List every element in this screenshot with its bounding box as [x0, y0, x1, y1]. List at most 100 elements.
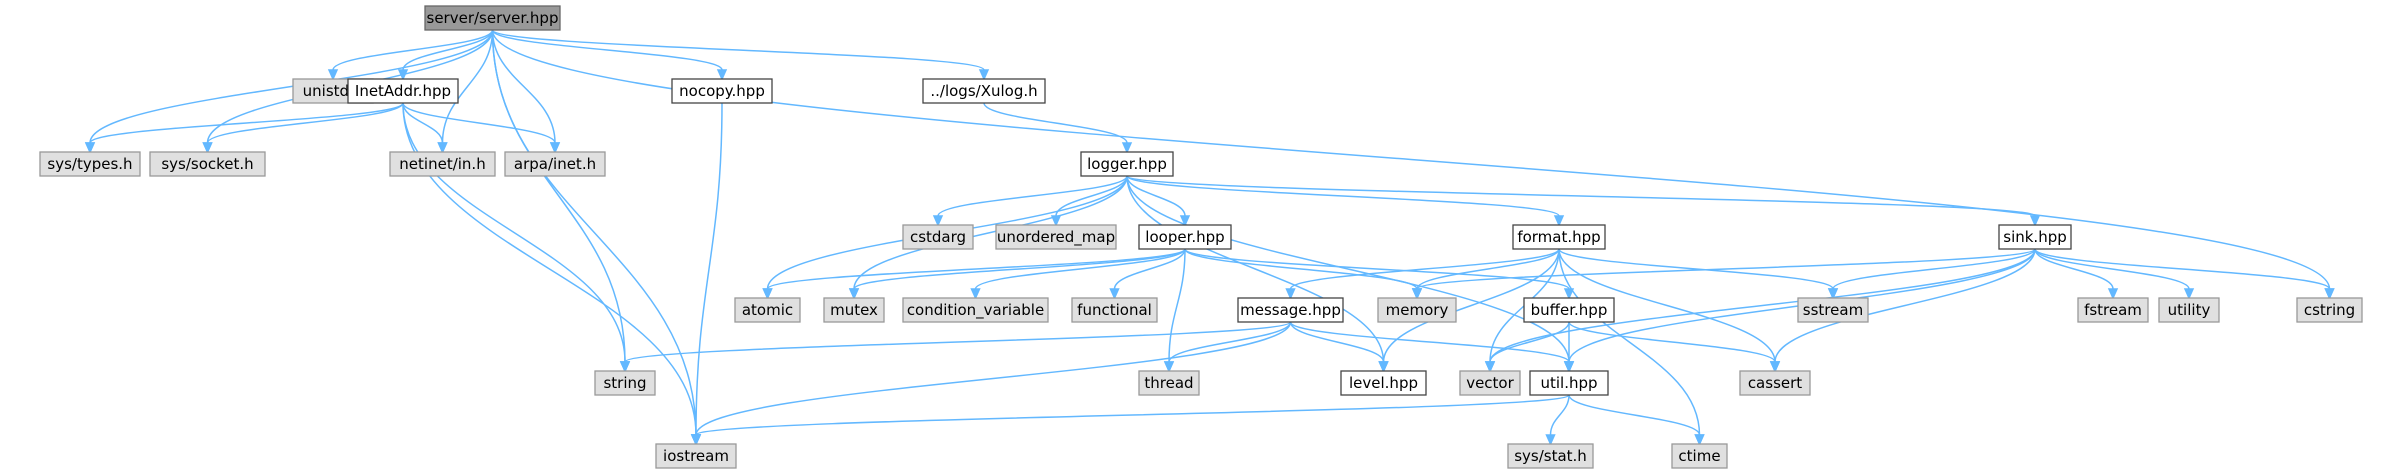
edge-sink_hpp-to-sstream: [1827, 248, 2036, 300]
edge-line: [1832, 248, 2036, 290]
edge-line: [402, 102, 444, 144]
edge-line: [1416, 248, 1560, 290]
edge-arrowhead: [1121, 142, 1133, 154]
edge-line: [695, 394, 1570, 436]
edge-arrowhead: [970, 288, 981, 300]
edge-arrowhead: [1050, 215, 1062, 227]
edge-arrowhead: [619, 361, 631, 373]
node-box: [1071, 297, 1158, 323]
node-box: [1529, 370, 1609, 396]
node-format-hpp[interactable]: format.hpp: [1512, 224, 1606, 250]
edge-arrowhead: [437, 142, 448, 154]
node-buffer-hpp[interactable]: buffer.hpp: [1523, 297, 1615, 323]
node-box: [1523, 297, 1615, 323]
edge-line: [1126, 175, 1570, 363]
edge-line: [983, 102, 1128, 144]
edge-line: [89, 102, 404, 144]
node-label: arpa/inet.h: [514, 155, 596, 173]
node-label: atomic: [742, 301, 793, 319]
edge-line: [1382, 248, 1560, 363]
edge-buffer_hpp-to-util_hpp: [1563, 322, 1575, 373]
edge-arrowhead: [202, 142, 213, 154]
edge-line: [89, 29, 494, 144]
edge-line: [1568, 394, 1701, 436]
edge-line: [1558, 248, 1834, 290]
node-cassert: cassert: [1739, 370, 1811, 396]
edge-looper_hpp-to-buffer_hpp: [1184, 248, 1575, 300]
edge-logger_hpp-to-looper_hpp: [1126, 175, 1191, 227]
edge-server_hpp-to-arpa_inet_h: [491, 29, 561, 154]
node-label: netinet/in.h: [399, 155, 485, 173]
edge-arrowhead: [1563, 288, 1575, 300]
edge-sink_hpp-to-cstring: [2034, 248, 2335, 300]
node-box: [424, 5, 561, 31]
edge-arrowhead: [1545, 434, 1556, 446]
node-label: format.hpp: [1517, 228, 1600, 246]
node-box: [922, 78, 1046, 104]
edge-line: [1558, 248, 1701, 436]
edge-message_hpp-to-util_hpp: [1289, 321, 1575, 373]
edge-line: [491, 29, 723, 71]
node-box: [1507, 443, 1594, 469]
edge-line: [491, 29, 697, 436]
edge-line: [974, 248, 1186, 290]
node-string: string: [594, 370, 656, 396]
edge-arrowhead: [1769, 361, 1781, 373]
node-label: level.hpp: [1349, 374, 1418, 392]
node-ctime: ctime: [1671, 443, 1728, 469]
node-label: thread: [1144, 374, 1193, 392]
node-unordered-map: unordered_map: [995, 224, 1117, 250]
edge-line: [1568, 321, 1776, 363]
node-label: sys/types.h: [47, 155, 132, 173]
node-xulog-h[interactable]: ../logs/Xulog.h: [922, 78, 1046, 104]
node-label: ctime: [1678, 447, 1720, 465]
edge-buffer_hpp-to-vector: [1484, 321, 1570, 373]
edge-server_hpp-to-cstring: [491, 29, 2335, 300]
edge-looper_hpp-to-functional: [1109, 248, 1186, 300]
node-label: vector: [1466, 374, 1514, 392]
edge-looper_hpp-to-condition_variable: [970, 248, 1186, 300]
edge-server_hpp-to-string: [491, 29, 631, 373]
edge-arrowhead: [1484, 361, 1496, 373]
node-looper-hpp[interactable]: looper.hpp: [1138, 224, 1232, 250]
node-label: server/server.hpp: [427, 9, 559, 27]
edge-inetaddr_hpp-to-sys_socket_h: [202, 102, 404, 154]
node-label: memory: [1386, 301, 1449, 319]
edge-arrowhead: [932, 215, 944, 227]
edge-logger_hpp-to-sink_hpp: [1126, 175, 2041, 227]
edge-arrowhead: [1378, 361, 1389, 373]
node-inetaddr-hpp[interactable]: InetAddr.hpp: [347, 78, 459, 104]
node-box: [823, 297, 885, 323]
edge-line: [441, 29, 494, 144]
edge-logger_hpp-to-cstdarg: [932, 175, 1128, 227]
node-util-hpp[interactable]: util.hpp: [1529, 370, 1609, 396]
edge-line: [1774, 248, 2036, 363]
node-label: functional: [1077, 301, 1152, 319]
edge-message_hpp-to-level_hpp: [1289, 321, 1389, 373]
node-cstring: cstring: [2296, 297, 2363, 323]
node-arpa-inet-h: arpa/inet.h: [504, 151, 606, 177]
node-nocopy-hpp[interactable]: nocopy.hpp: [671, 78, 773, 104]
edge-line: [1055, 175, 1128, 217]
edge-inetaddr_hpp-to-sys_types_h: [84, 102, 404, 154]
node-label: message.hpp: [1240, 301, 1341, 319]
node-memory: memory: [1377, 297, 1457, 323]
node-message-hpp[interactable]: message.hpp: [1237, 297, 1344, 323]
edge-line: [1126, 175, 1385, 363]
edge-arrowhead: [1563, 361, 1575, 373]
node-netinet-in-h: netinet/in.h: [389, 151, 496, 177]
node-box: [1340, 370, 1427, 396]
edge-util_hpp-to-sys_stat_h: [1545, 394, 1570, 446]
node-label: unordered_map: [997, 228, 1115, 247]
node-sys-socket-h: sys/socket.h: [149, 151, 266, 177]
node-level-hpp[interactable]: level.hpp: [1340, 370, 1427, 396]
edge-inetaddr_hpp-to-string: [402, 102, 631, 373]
node-sink-hpp[interactable]: sink.hpp: [1998, 224, 2072, 250]
node-box: [2296, 297, 2363, 323]
edge-looper_hpp-to-mutex: [848, 248, 1186, 300]
node-logger-hpp[interactable]: logger.hpp: [1080, 151, 1174, 177]
node-box: [1138, 370, 1200, 396]
edge-line: [1113, 248, 1186, 290]
node-server-hpp[interactable]: server/server.hpp: [424, 5, 561, 31]
edge-server_hpp-to-nocopy_hpp: [491, 29, 728, 81]
